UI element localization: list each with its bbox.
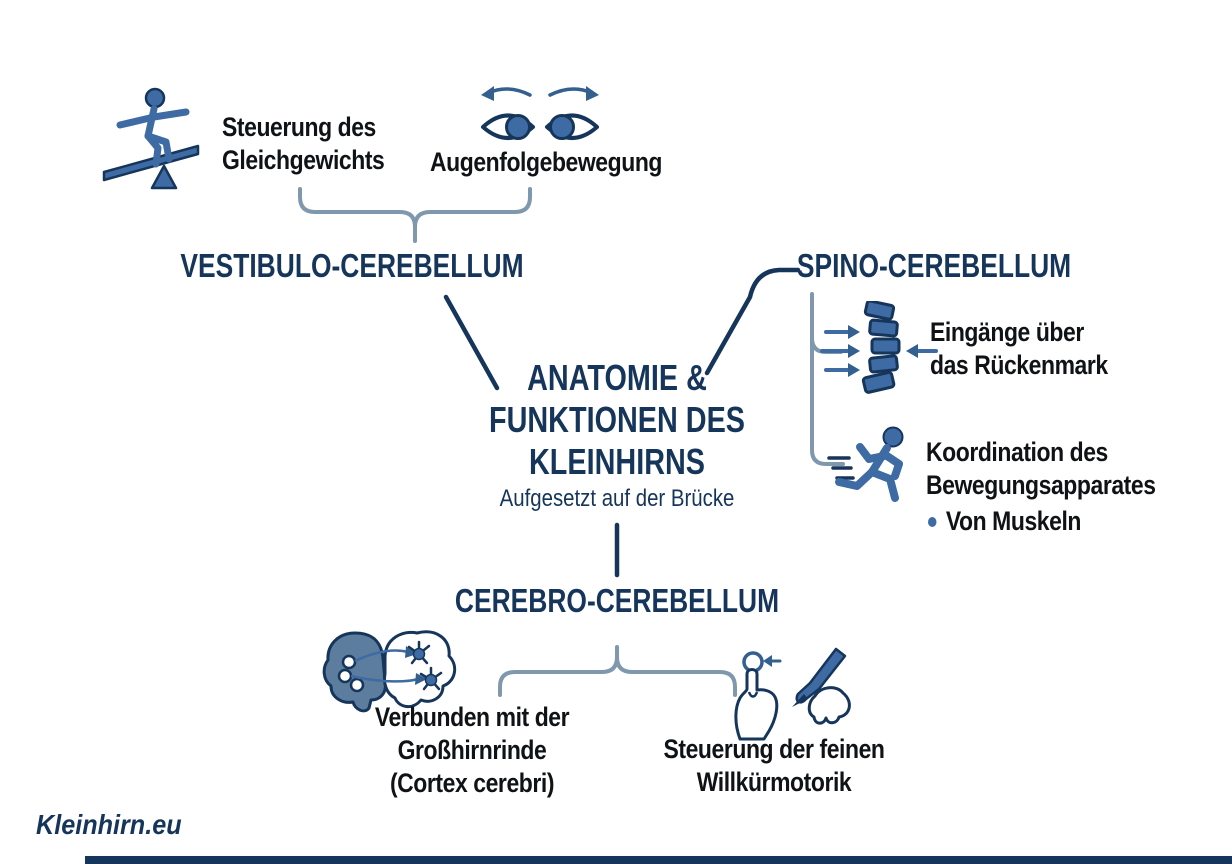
brain-icon — [322, 630, 457, 713]
spino-sub-bullet: Von Muskeln — [928, 506, 1081, 537]
spino-heading: SPINO-CEREBELLUM — [796, 247, 1072, 284]
vestibulo-item-balance-label: Steuerung des Gleichgewichts — [222, 112, 385, 175]
spino-item-spine-label: Eingänge über das Rückenmark — [930, 317, 1108, 380]
main-subtitle: Aufgesetzt auf der Brücke — [499, 485, 735, 512]
eyes-icon — [481, 86, 599, 140]
spine-icon — [820, 301, 938, 394]
vestibulo-heading: VESTIBULO-CEREBELLUM — [180, 247, 524, 284]
balance-icon — [102, 87, 200, 190]
runner-icon — [827, 426, 904, 502]
vestibulo-item-eyes-label: Augenfolgebewegung — [429, 147, 663, 177]
cerebro-item-brain-label: Verbunden mit der Großhirnrinde (Cortex … — [374, 702, 570, 798]
cerebro-brace — [498, 645, 737, 697]
spino-item-runner-label: Koordination des Bewegungsapparates — [926, 437, 1156, 500]
bullet-dot-icon — [928, 516, 937, 527]
cerebro-heading: CEREBRO-CEREBELLUM — [454, 582, 780, 619]
brand-wordmark: Kleinhirn.eu — [36, 809, 182, 840]
vestibulo-brace — [298, 187, 532, 243]
bottom-accent-bar — [85, 856, 1232, 864]
spino-bullet-label: Von Muskeln — [945, 506, 1082, 536]
spino-center-line — [704, 267, 801, 376]
main-title: ANATOMIE & FUNKTIONEN DES KLEINHIRNS — [488, 357, 746, 482]
vestibulo-center-line — [443, 294, 500, 391]
cerebro-item-hand-label: Steuerung der feinen Willkürmotorik — [663, 734, 885, 797]
hand-pen-icon — [734, 647, 851, 741]
